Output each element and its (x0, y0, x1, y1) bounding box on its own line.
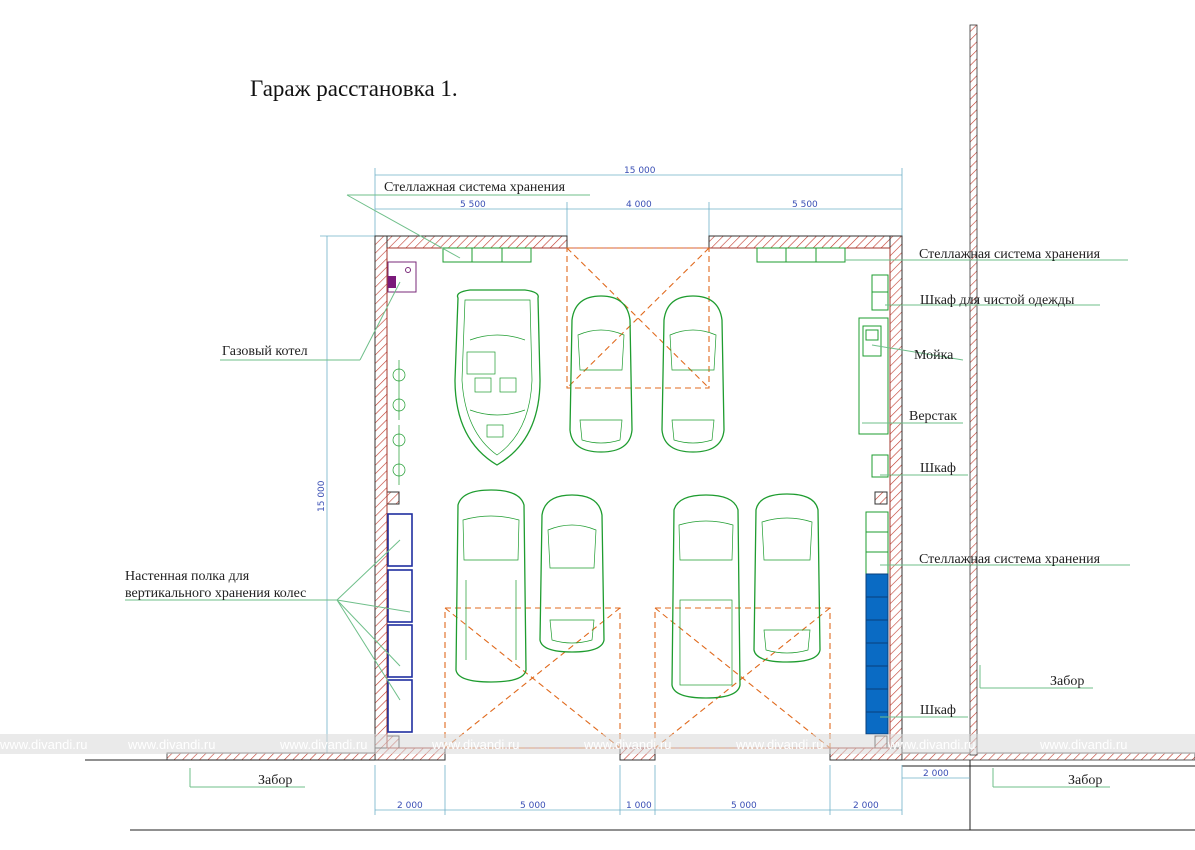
label-workbench: Верстак (909, 409, 957, 424)
watermark-text: www.divandi.ru (279, 737, 367, 752)
car-bottom-2 (539, 494, 605, 653)
boat (454, 289, 541, 466)
watermark-text: www.divandi.ru (583, 737, 671, 752)
top-dimensions: 15 000 5 500 4 000 5 500 (374, 166, 903, 236)
dim-bottom-2: 5 000 (520, 801, 546, 811)
dim-top-right: 5 500 (792, 200, 818, 210)
dim-fence-gap: 2 000 (923, 769, 949, 779)
dim-total-width: 15 000 (624, 166, 656, 176)
label-fence-left: Забор (258, 773, 292, 788)
watermark-text: www.divandi.ru (1039, 737, 1127, 752)
sink-and-workbench (858, 317, 889, 435)
plan-title: Гараж расстановка 1. (250, 76, 458, 101)
label-storage-right-top: Стеллажная система хранения (919, 247, 1101, 262)
label-wheel-shelf-1: Настенная полка для (125, 569, 250, 584)
watermark-text: www.divandi.ru (431, 737, 519, 752)
boiler (387, 261, 417, 293)
watermark-text: www.divandi.ru (887, 737, 975, 752)
label-wardrobe: Шкаф для чистой одежды (920, 293, 1075, 308)
dim-bottom-3: 1 000 (626, 801, 652, 811)
label-wheel-shelf-2: вертикального хранения колес (125, 586, 306, 601)
wheel-shelves (387, 513, 413, 733)
dim-bottom-4: 5 000 (731, 801, 757, 811)
dim-bottom-5: 2 000 (853, 801, 879, 811)
bottom-dimensions: 2 000 5 000 1 000 5 000 2 000 2 000 (374, 765, 970, 815)
label-storage-top: Стеллажная система хранения (384, 180, 566, 195)
watermark-text: www.divandi.ru (0, 737, 87, 752)
dim-height: 15 000 (317, 480, 327, 512)
fences (85, 24, 1195, 831)
storage-rack-top-right (756, 247, 846, 263)
storage-rack-top-left (442, 247, 532, 263)
cabinet-blue (865, 573, 889, 735)
label-storage-right-mid: Стеллажная система хранения (919, 552, 1101, 567)
bicycles (392, 360, 406, 485)
label-cabinet-bottom: Шкаф (920, 703, 956, 718)
watermark-band: www.divandi.ru www.divandi.ru www.divand… (0, 734, 1195, 754)
dim-top-left: 5 500 (460, 200, 486, 210)
leader-lines (125, 194, 1130, 788)
car-bottom-1-suv (455, 489, 527, 683)
left-dimension: 15 000 (317, 235, 375, 761)
gate-swing-lines (444, 247, 831, 749)
car-bottom-3-pickup (671, 494, 741, 699)
label-fence-right-lower: Забор (1068, 773, 1102, 788)
dim-top-mid: 4 000 (626, 200, 652, 210)
cabinet-mid (871, 454, 889, 478)
car-top-2 (661, 295, 725, 453)
label-sink: Мойка (914, 348, 954, 363)
watermark-text: www.divandi.ru (735, 737, 823, 752)
label-boiler: Газовый котел (222, 344, 308, 359)
garage-walls (374, 235, 903, 761)
watermark-text: www.divandi.ru (127, 737, 215, 752)
label-fence-right-upper: Забор (1050, 674, 1084, 689)
wardrobe (871, 274, 889, 311)
car-top-1 (569, 295, 633, 453)
dim-bottom-1: 2 000 (397, 801, 423, 811)
car-bottom-4 (753, 493, 821, 663)
label-cabinet-mid: Шкаф (920, 461, 956, 476)
